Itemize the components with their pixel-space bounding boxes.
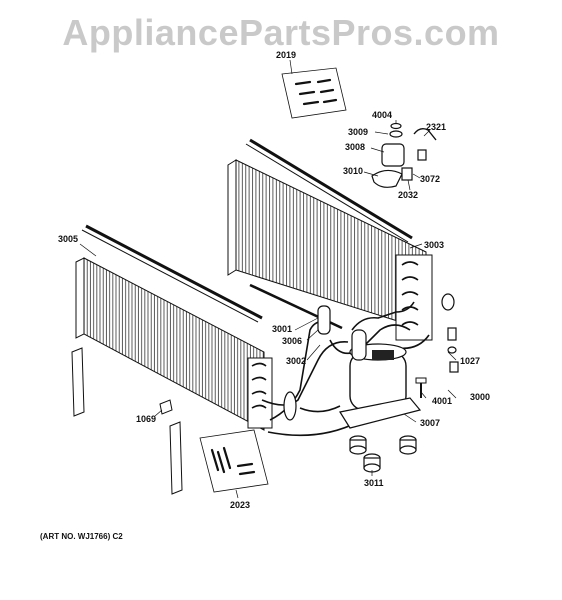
bracket-1069 xyxy=(159,399,173,415)
art-number-label: (ART NO. WJ1766) C2 xyxy=(40,532,123,541)
callout-3003: 3003 xyxy=(424,240,444,250)
callout-3001: 3001 xyxy=(272,324,292,334)
callout-3005: 3005 xyxy=(58,234,78,244)
terminal-parts xyxy=(441,293,459,373)
filter-drier xyxy=(283,305,331,421)
callout-2032: 2032 xyxy=(398,190,418,200)
callout-1069: 1069 xyxy=(136,414,156,424)
callout-1027: 1027 xyxy=(460,356,480,366)
callout-3072: 3072 xyxy=(420,174,440,184)
hardware-kit-2023 xyxy=(199,429,269,493)
leader-lines xyxy=(79,59,457,499)
callout-4004: 4004 xyxy=(372,110,392,120)
insulation-strips xyxy=(71,347,183,495)
watermark-logo: AppliancePartsPros.com xyxy=(62,12,500,53)
callout-2321: 2321 xyxy=(426,122,446,132)
screw-kit-2019 xyxy=(281,67,347,119)
callout-3011: 3011 xyxy=(364,478,384,488)
bolt-4001 xyxy=(415,377,427,398)
callout-3006: 3006 xyxy=(282,336,302,346)
compressor-grommets xyxy=(349,435,417,473)
compressor xyxy=(339,329,422,429)
callout-3000: 3000 xyxy=(470,392,490,402)
callout-3009: 3009 xyxy=(348,127,368,137)
valve-assembly xyxy=(371,122,437,188)
evaporator-coil-3005 xyxy=(75,224,343,431)
callout-3010: 3010 xyxy=(343,166,363,176)
callout-3002: 3002 xyxy=(286,356,306,366)
callout-2023: 2023 xyxy=(230,500,250,510)
callout-3008: 3008 xyxy=(345,142,365,152)
callout-4001: 4001 xyxy=(432,396,452,406)
callout-3007: 3007 xyxy=(420,418,440,428)
callout-2019: 2019 xyxy=(276,50,296,60)
